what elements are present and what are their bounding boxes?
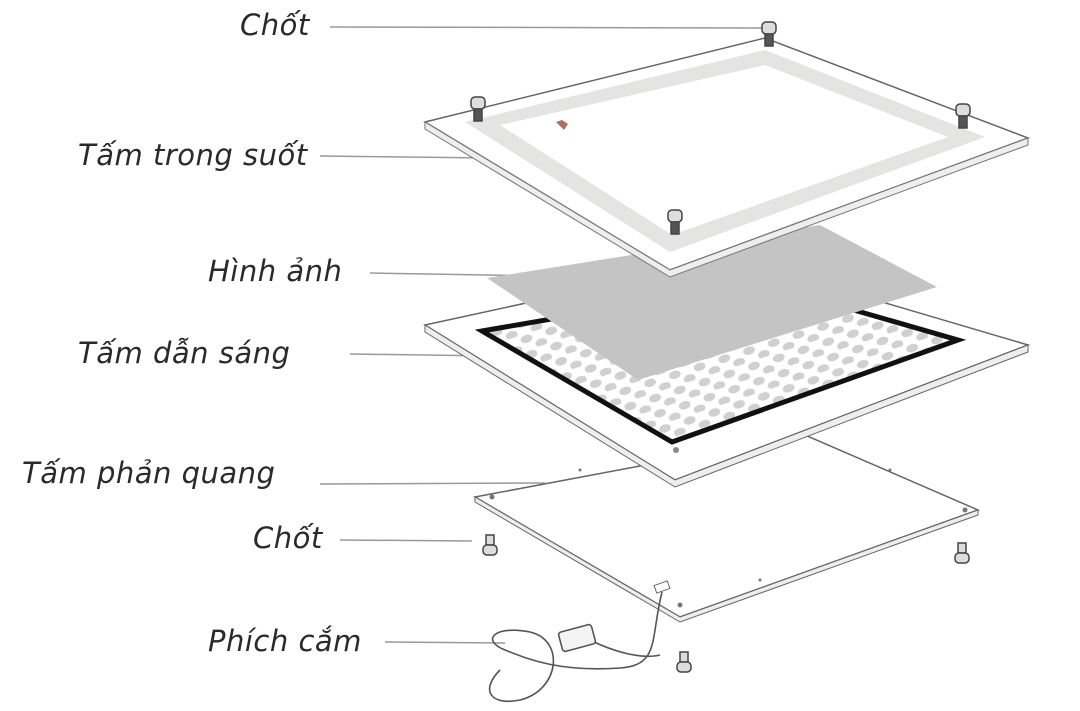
pins xyxy=(470,21,971,673)
label-light-guide: Tấm dẫn sáng xyxy=(78,336,291,370)
label-pin-bottom: Chốt xyxy=(253,521,323,555)
pin-icon xyxy=(955,103,971,129)
label-clear-plate: Tấm trong suốt xyxy=(78,138,308,172)
pin-icon xyxy=(761,21,777,47)
label-plug: Phích cắm xyxy=(208,624,362,658)
pin-icon xyxy=(954,542,970,564)
pin-icon xyxy=(676,651,692,673)
pin-icon xyxy=(482,534,498,556)
label-image: Hình ảnh xyxy=(208,254,343,288)
leader-lines xyxy=(319,26,763,644)
image-sheet xyxy=(487,225,937,380)
label-reflector: Tấm phản quang xyxy=(22,456,276,490)
reflector-panel xyxy=(472,434,981,623)
pin-icon xyxy=(667,209,683,235)
label-pin-top: Chốt xyxy=(240,8,310,42)
pin-icon xyxy=(470,96,486,122)
plug xyxy=(488,591,663,703)
clear-plate xyxy=(423,37,1031,278)
